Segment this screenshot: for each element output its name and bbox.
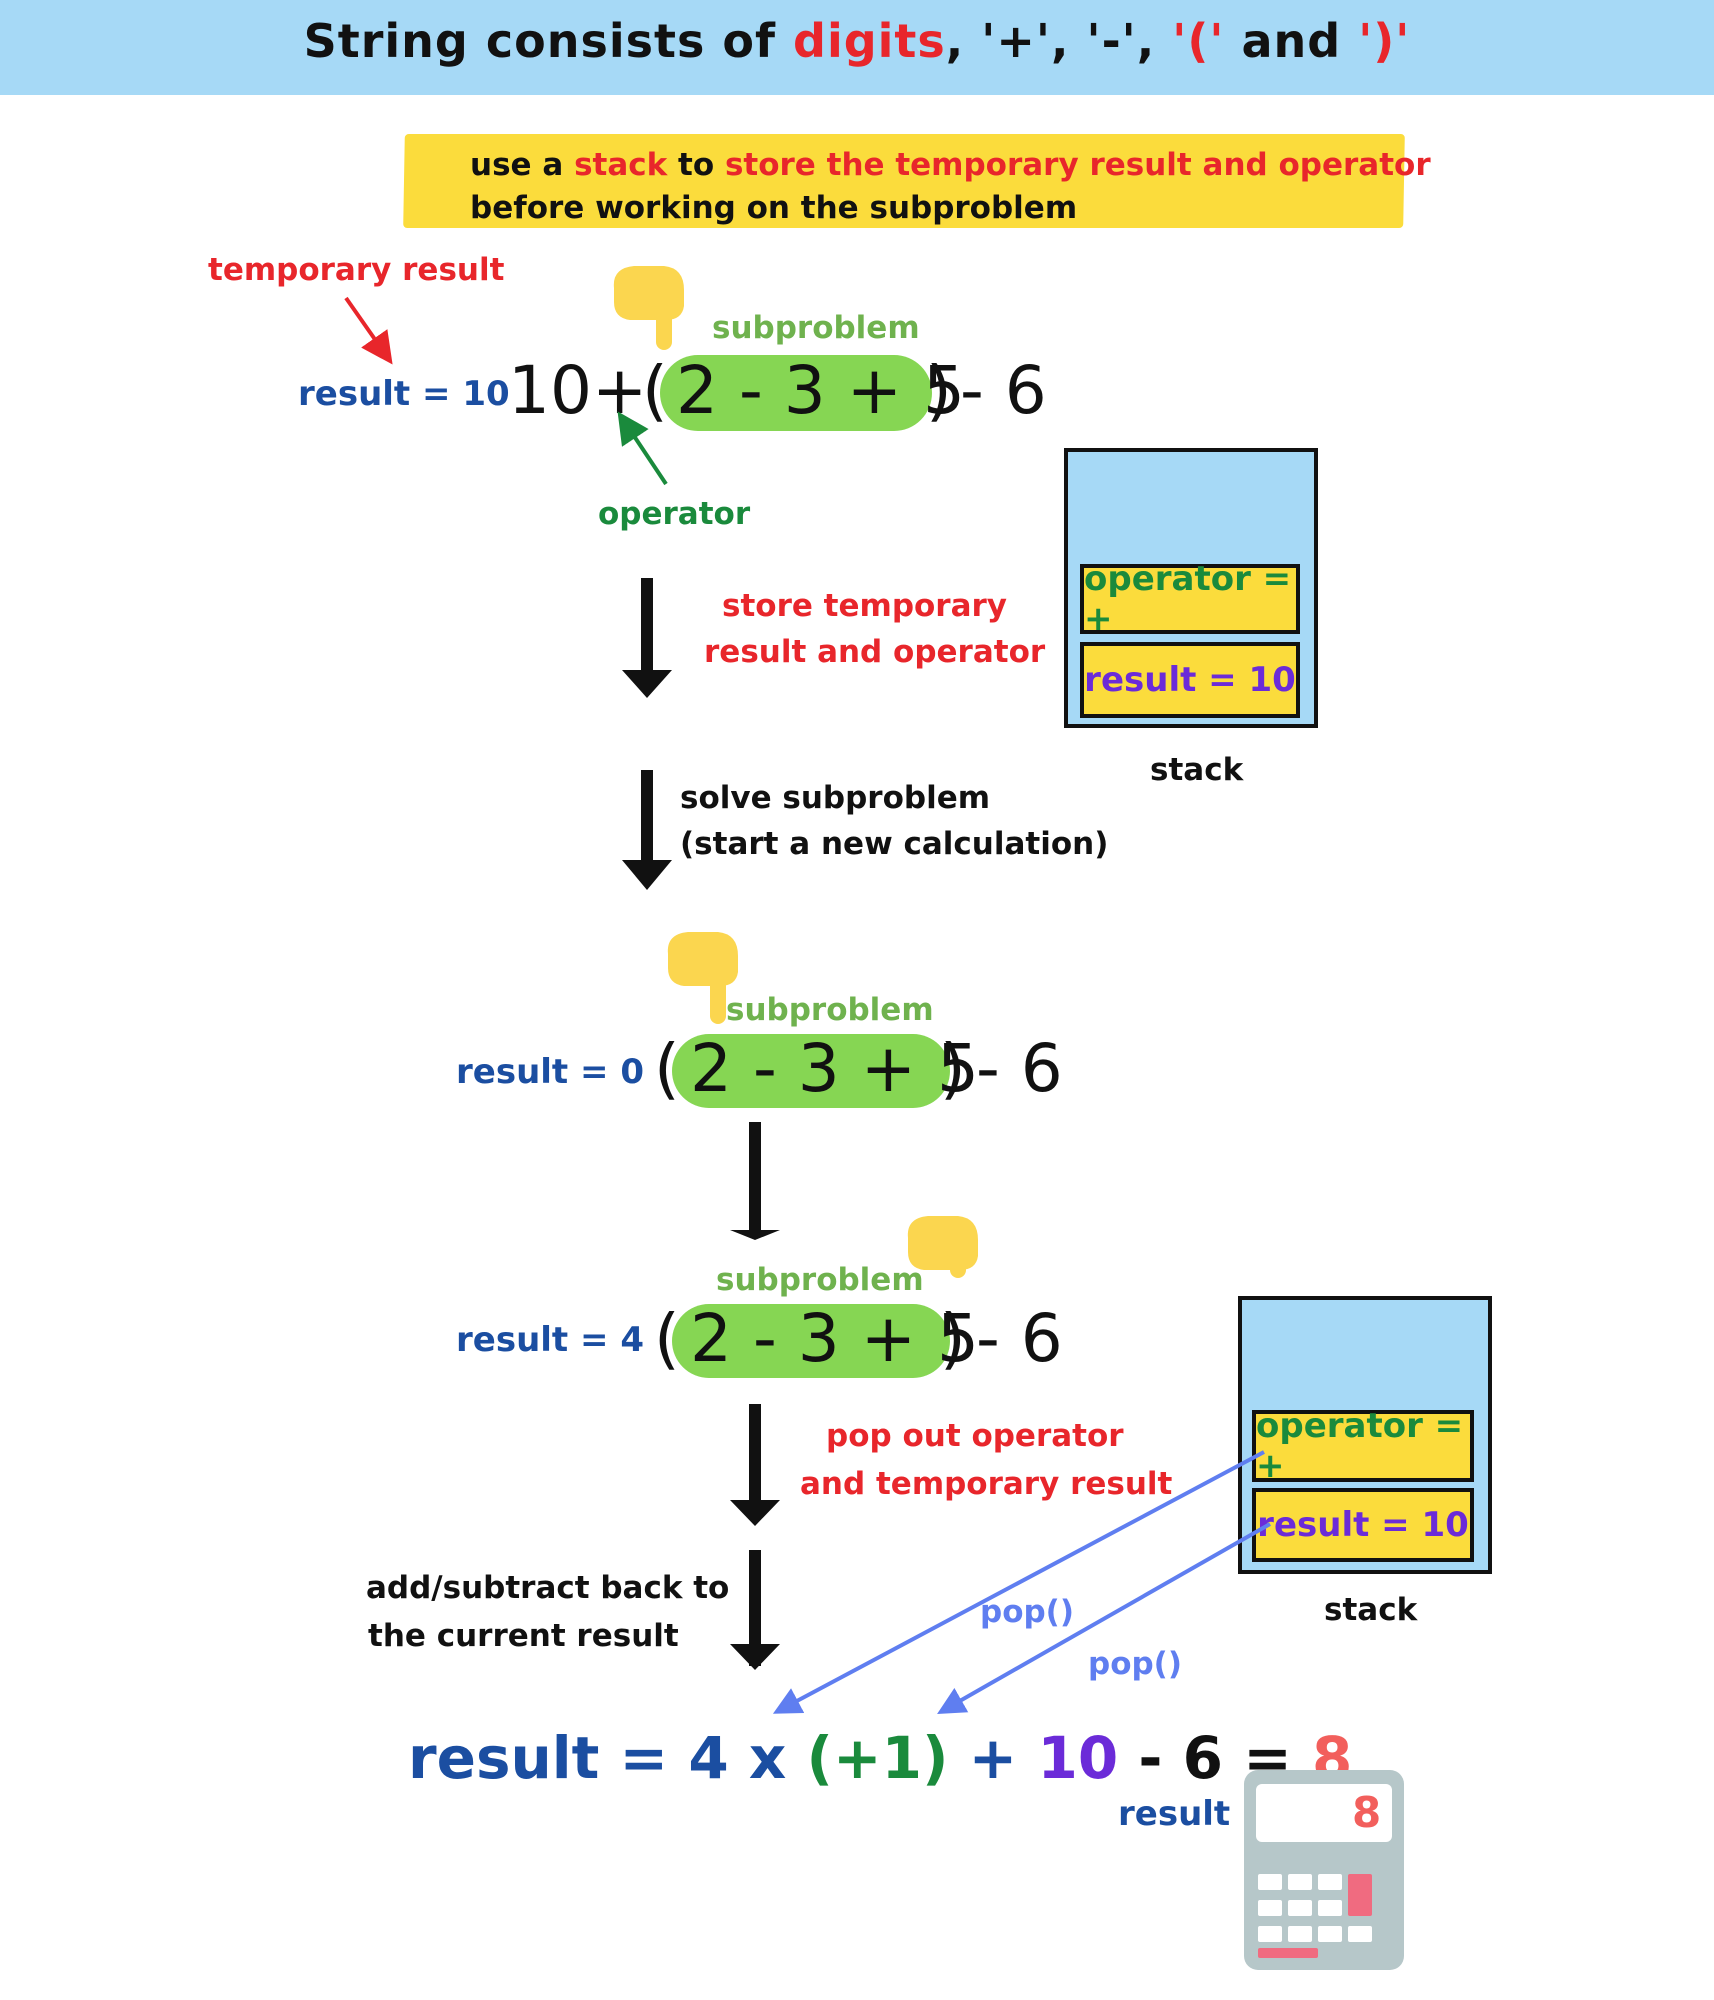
final-result-label: result	[1118, 1794, 1231, 1834]
title-banner	[0, 0, 1714, 95]
pointing-hand-icon	[667, 932, 738, 1024]
step3-result: result = 4	[456, 1320, 644, 1360]
stack-1-label: stack	[1150, 752, 1244, 788]
down-arrow-icon	[730, 1122, 780, 1240]
step2-expr-tail: - 6	[976, 1030, 1063, 1107]
step2-result: result = 0	[456, 1052, 644, 1092]
down-arrow-icon	[730, 1550, 780, 1670]
stack-2-label: stack	[1324, 1592, 1418, 1628]
operator-arrow	[617, 411, 668, 486]
step1-expr-close: )	[926, 352, 952, 429]
pop-call-1: pop()	[980, 1594, 1075, 1630]
title-and: and	[1224, 14, 1359, 68]
step3-subproblem-label: subproblem	[716, 1262, 924, 1298]
temporary-result-label: temporary result	[208, 252, 505, 288]
down-arrow-icon	[622, 770, 672, 890]
temp-result-arrow	[344, 296, 393, 365]
stack-2-operator-slot: operator = +	[1252, 1406, 1474, 1486]
store-text-line-2: result and operator	[704, 634, 1046, 670]
add-text-line-1: add/subtract back to	[366, 1570, 730, 1606]
step2-expr-open: (	[654, 1030, 680, 1107]
title-close-paren: ')'	[1358, 14, 1411, 68]
add-text-line-2: the current result	[368, 1618, 679, 1654]
step1-expr-inner: 2 - 3 + 5	[676, 352, 966, 429]
pop-call-2: pop()	[1088, 1646, 1183, 1682]
calculator-display: 8	[1352, 1788, 1382, 1837]
solve-text-line-2: (start a new calculation)	[680, 826, 1109, 862]
step1-result: result = 10	[298, 374, 510, 414]
page-title: String consists of digits, '+', '-', '('…	[0, 14, 1714, 68]
step3-subproblem-pill	[672, 1304, 950, 1378]
title-operators: , '+', '-',	[945, 14, 1173, 68]
step1-subproblem-pill	[660, 355, 932, 431]
down-arrow-icon	[730, 1404, 780, 1526]
pointing-hand-icon	[613, 266, 684, 350]
stack-1-result-slot: result = 10	[1080, 642, 1300, 718]
solve-text-line-1: solve subproblem	[680, 780, 991, 816]
title-open-paren: '('	[1172, 14, 1225, 68]
step2-expr-close: )	[940, 1030, 966, 1107]
step3-expr-close: )	[940, 1300, 966, 1377]
pointing-hand-icon	[907, 1216, 978, 1278]
note-line-2: before working on the subproblem	[470, 190, 1078, 226]
pop-arrow-1	[772, 1450, 1265, 1714]
title-text: String consists of	[303, 14, 794, 68]
step1-subproblem-label: subproblem	[712, 310, 920, 346]
down-arrow-icon	[622, 578, 672, 698]
step1-expr-tail: - 6	[960, 352, 1047, 429]
step3-expr-tail: - 6	[976, 1300, 1063, 1377]
step3-expr-open: (	[654, 1300, 680, 1377]
step1-expr-ten: 10	[508, 352, 592, 429]
stack-2-result-slot: result = 10	[1252, 1488, 1474, 1562]
step2-subproblem-pill	[672, 1034, 950, 1108]
store-text-line-1: store temporary	[722, 588, 1008, 624]
pop-text-line-1: pop out operator	[826, 1418, 1124, 1454]
stack-1-operator-slot: operator = +	[1080, 559, 1300, 639]
step3-expr-inner: 2 - 3 + 5	[690, 1300, 980, 1377]
step2-subproblem-label: subproblem	[726, 992, 934, 1028]
operator-label: operator	[598, 496, 751, 532]
calculator-icon	[1244, 1770, 1404, 1970]
title-digits: digits	[793, 14, 946, 68]
pop-text-line-2: and temporary result	[800, 1466, 1173, 1502]
step2-expr-inner: 2 - 3 + 5	[690, 1030, 980, 1107]
final-equation: result = 4 x (+1) + 10 - 6 = 8	[408, 1724, 1353, 1792]
note-line-1: use a stack to store the temporary resul…	[470, 147, 1431, 183]
pop-arrow-2	[937, 1522, 1271, 1714]
